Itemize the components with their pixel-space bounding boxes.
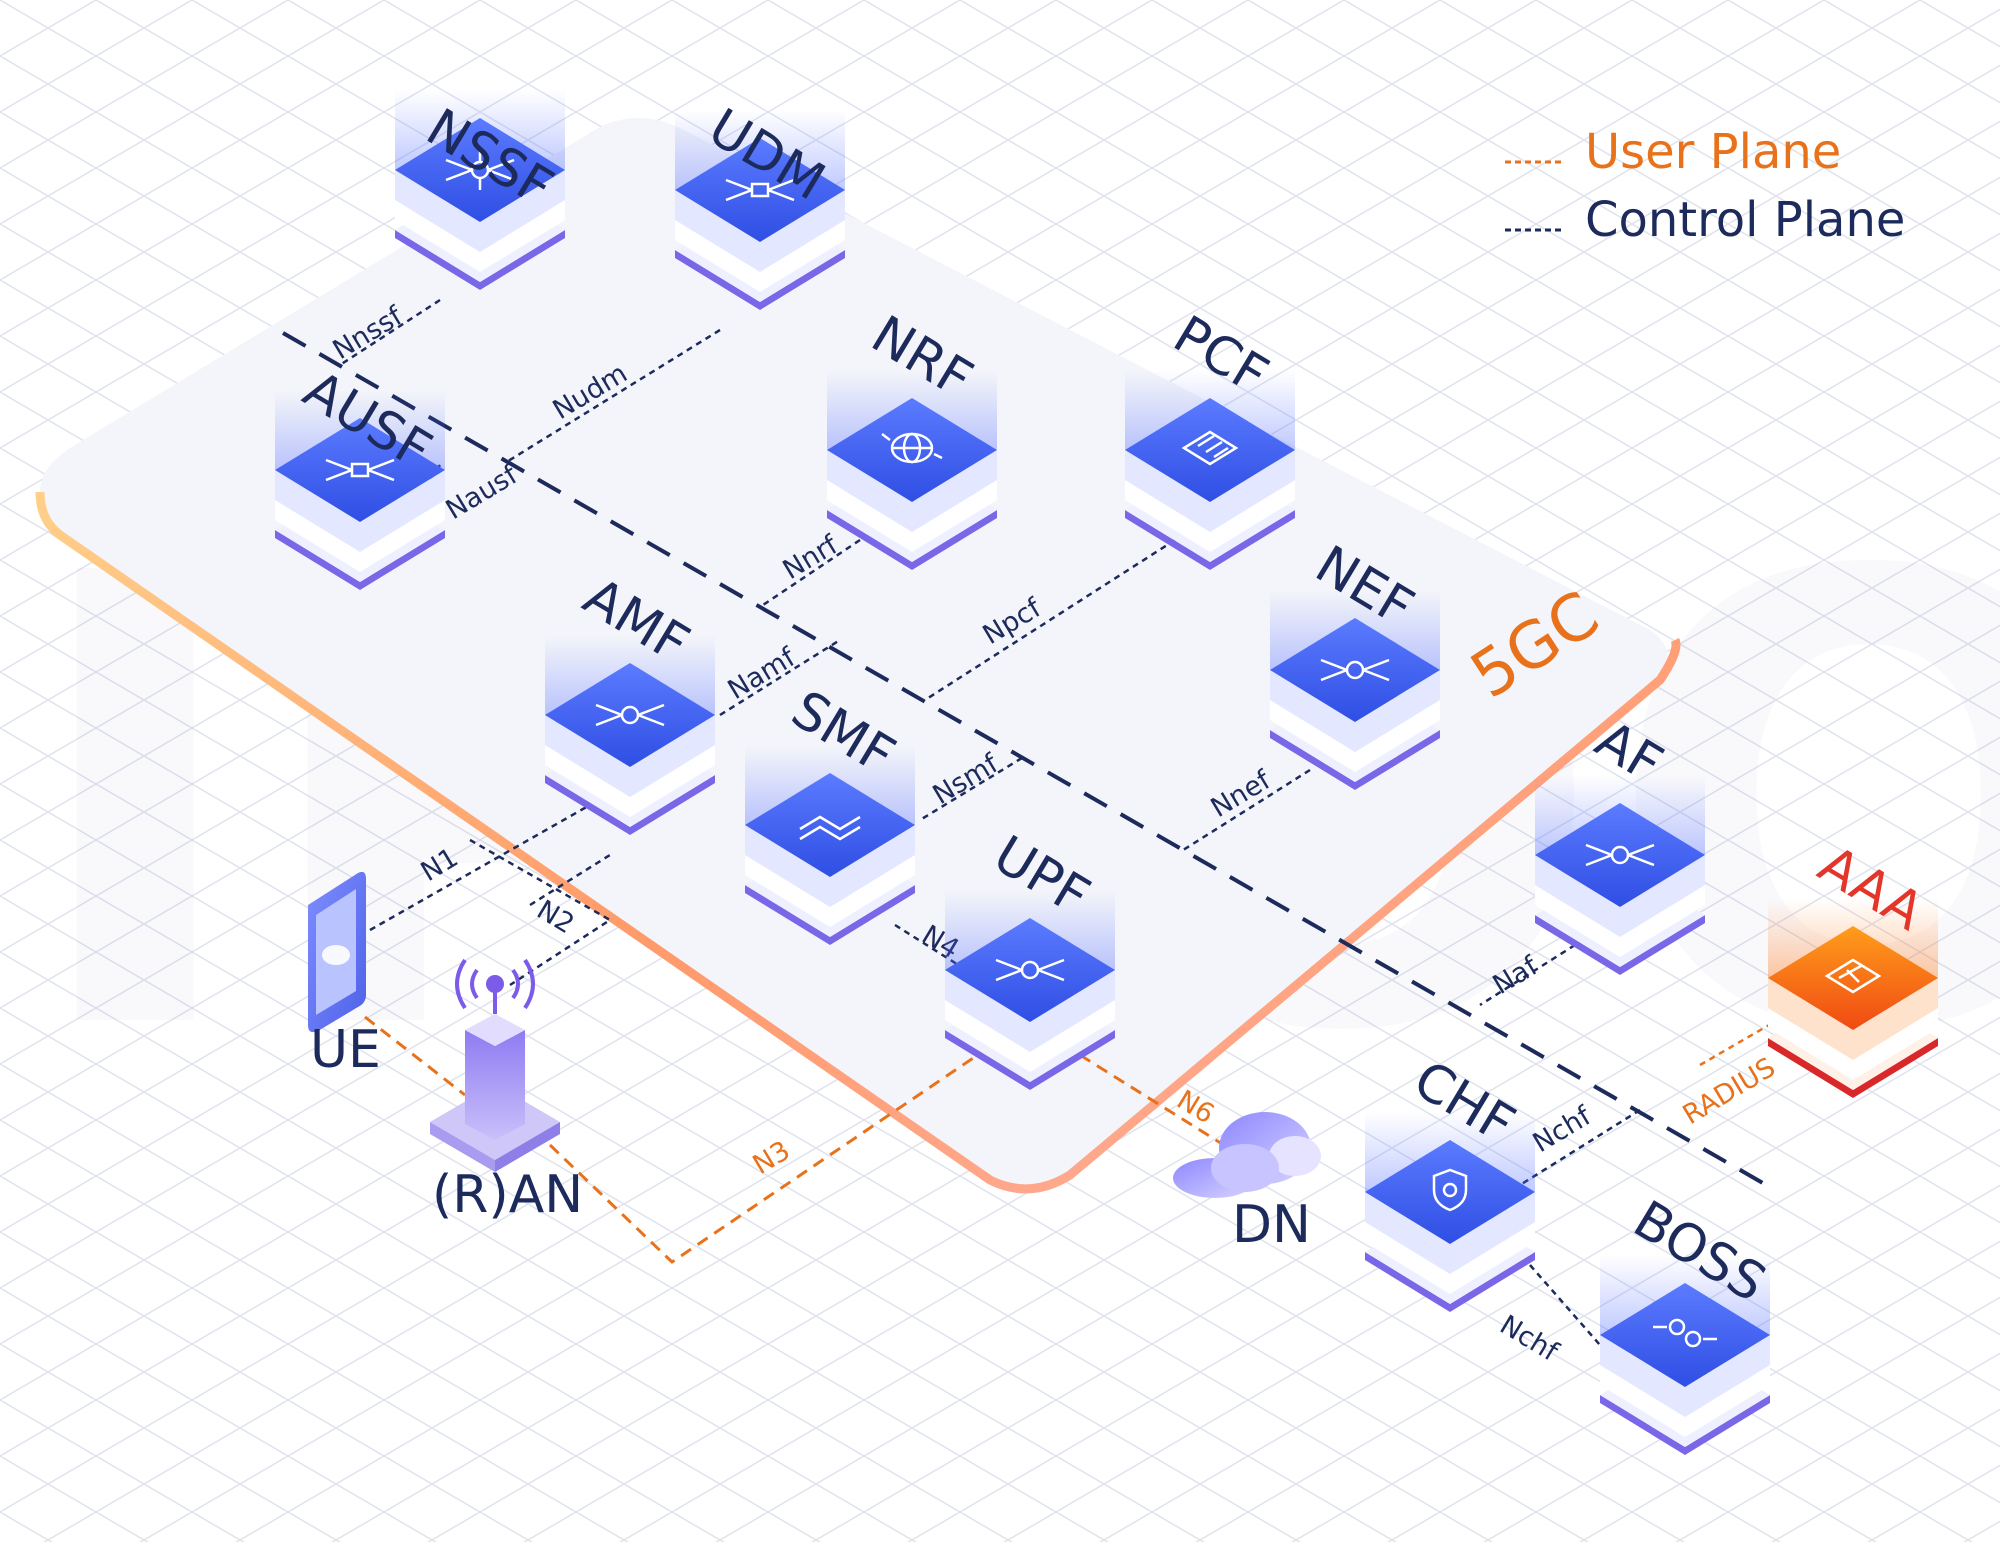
node-label-dn: DN <box>1232 1195 1311 1255</box>
network-hub-icon <box>1320 658 1390 682</box>
5gc-platform-edge <box>35 491 1681 1194</box>
ue-device[interactable] <box>308 871 366 1033</box>
switch-icon <box>799 815 861 841</box>
node-label-ran: (R)AN <box>432 1165 583 1225</box>
dn-cloud[interactable] <box>1173 1112 1321 1198</box>
nf-tile-pcf[interactable] <box>1125 370 1295 570</box>
cloud-icon <box>1173 1112 1321 1198</box>
ran-tower[interactable] <box>430 958 560 1172</box>
node-label-ue: UE <box>310 1020 381 1080</box>
network-hub-icon <box>995 958 1065 982</box>
legend-user-plane-label: User Plane <box>1585 124 1841 180</box>
legend-control-plane-label: Control Plane <box>1585 192 1905 248</box>
5gc-platform <box>40 118 1668 1189</box>
nf-tile-af[interactable] <box>1535 775 1705 975</box>
shield-icon <box>1432 1168 1468 1212</box>
nf-tile-nef[interactable] <box>1270 590 1440 790</box>
globe-icon <box>881 432 943 464</box>
nf-tile-aaa[interactable] <box>1768 898 1938 1098</box>
user-plane-links <box>364 1015 1236 1264</box>
network-hub-icon <box>725 178 795 202</box>
nf-tile-chf[interactable] <box>1365 1112 1535 1312</box>
smartphone-icon <box>322 945 350 965</box>
network-hub-icon <box>445 150 515 190</box>
calculator-icon <box>1181 430 1239 466</box>
nf-tile-nssf[interactable] <box>395 90 565 290</box>
billing-icon <box>1824 958 1882 994</box>
nf-tile-amf[interactable] <box>545 635 715 835</box>
nf-tile-smf[interactable] <box>745 745 915 945</box>
nf-tile-nrf[interactable] <box>827 370 997 570</box>
network-hub-icon <box>595 703 665 727</box>
nf-tile-upf[interactable] <box>945 890 1115 1090</box>
nf-tiles <box>275 90 1938 1455</box>
network-hub-icon <box>1585 843 1655 867</box>
nf-tile-boss[interactable] <box>1600 1255 1770 1455</box>
network-hub-icon <box>325 458 395 482</box>
antenna-tower-icon <box>455 958 535 1014</box>
legend: User Plane Control Plane <box>1505 124 1905 248</box>
service-bus-line <box>282 331 1776 1192</box>
nf-tile-ausf[interactable] <box>275 390 445 590</box>
nf-tile-udm[interactable] <box>675 110 845 310</box>
boss-icon <box>1653 1318 1717 1348</box>
